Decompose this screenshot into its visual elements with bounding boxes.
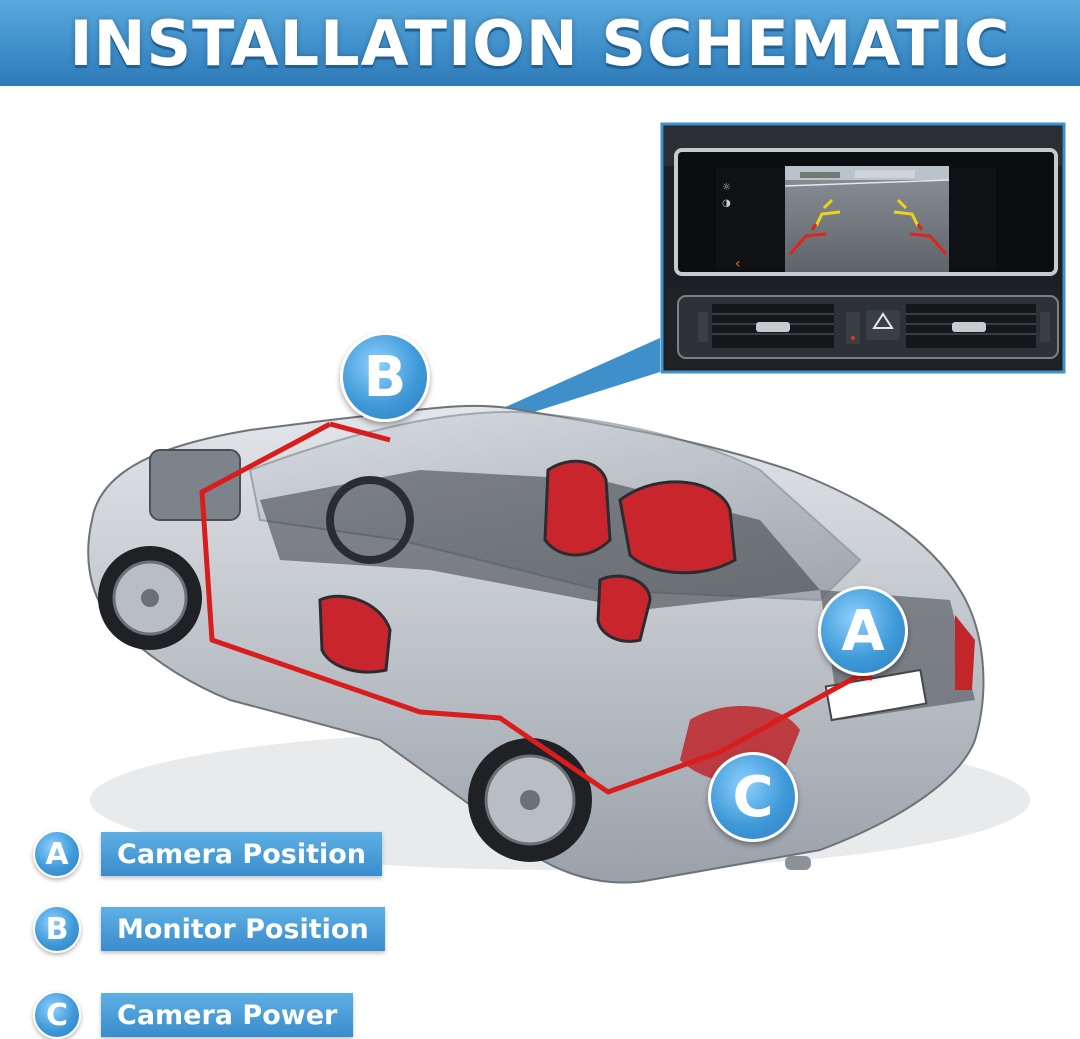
hazard-button <box>866 310 900 340</box>
steering-wheel <box>326 476 414 564</box>
page-title: INSTALLATION SCHEMATIC <box>69 6 1011 80</box>
engine-bay <box>149 449 241 521</box>
air-vent-right <box>906 304 1036 348</box>
legend-label-c: Camera Power <box>101 993 354 1037</box>
front-seat <box>543 459 612 557</box>
installation-illustration: ☼ ◑ ‹ <box>87 122 1066 884</box>
rear-seat <box>618 480 737 575</box>
legend-badge-b: B <box>33 905 81 953</box>
front-wheel <box>98 546 202 650</box>
title-banner: INSTALLATION SCHEMATIC <box>0 0 1080 86</box>
marker-a: A <box>818 586 908 676</box>
air-vent-left <box>712 304 834 348</box>
wiring-route <box>199 421 873 795</box>
legend-item-camera-power: C Camera Power <box>33 991 354 1039</box>
back-chevron-icon: ‹ <box>735 256 741 272</box>
marker-b: B <box>340 332 430 422</box>
monitor-inset: ☼ ◑ ‹ <box>660 122 1066 374</box>
reverse-camera-view <box>784 166 950 272</box>
front-passenger-seat <box>318 594 392 674</box>
legend-badge-a: A <box>33 830 81 878</box>
legend-item-monitor-position: B Monitor Position <box>33 905 385 953</box>
legend-badge-c: C <box>33 991 81 1039</box>
brightness-icon: ☼ <box>722 182 731 193</box>
legend-label-b: Monitor Position <box>101 907 385 951</box>
rear-wheel <box>468 738 592 862</box>
contrast-icon: ◑ <box>722 198 731 209</box>
marker-c: C <box>708 752 798 842</box>
legend-label-a: Camera Position <box>101 832 383 876</box>
legend-item-camera-position: A Camera Position <box>33 830 383 878</box>
